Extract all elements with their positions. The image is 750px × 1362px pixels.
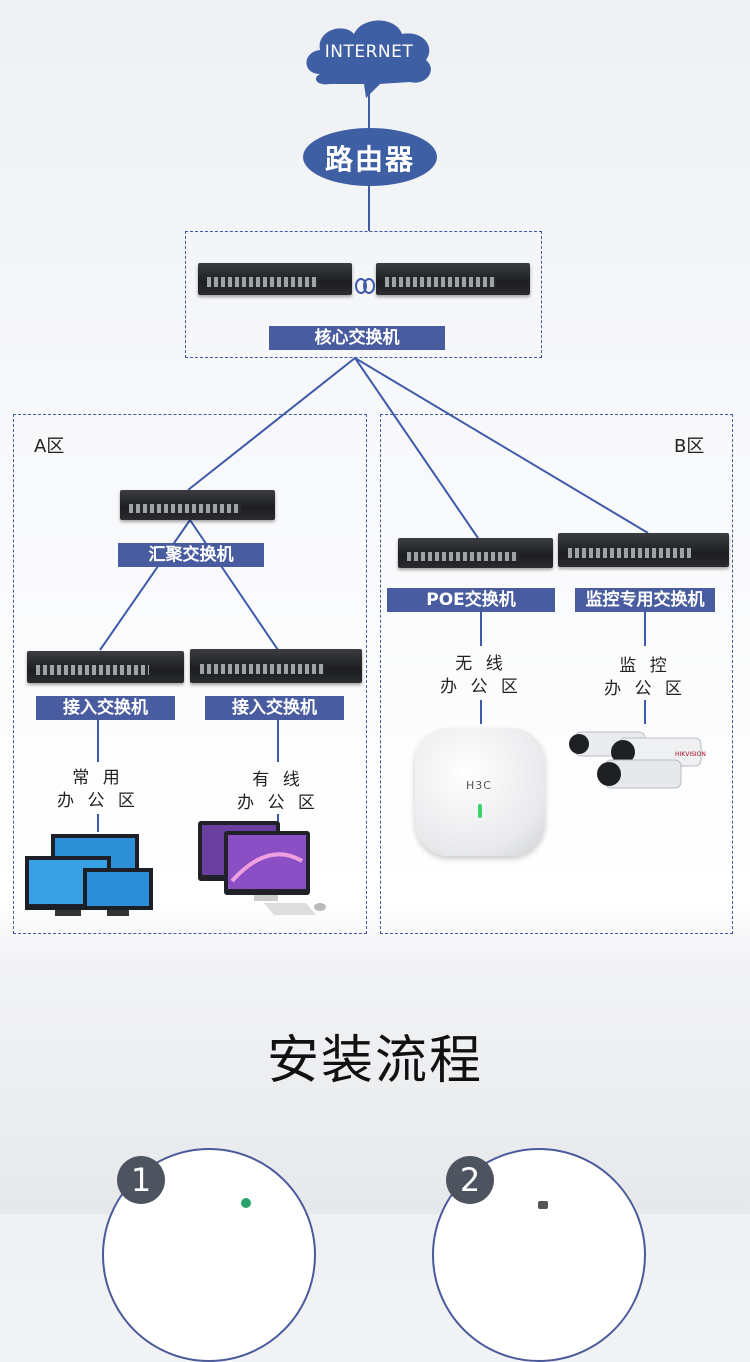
access-switch-2-icon <box>190 649 362 683</box>
wireless-office-line1: 无 线 <box>455 654 507 674</box>
step-1-badge: 1 <box>117 1156 165 1204</box>
ap-brand-label: H3C <box>466 779 492 792</box>
aggregation-switch-icon <box>120 490 275 520</box>
aggregation-switch-label: 汇聚交换机 <box>118 543 264 567</box>
internet-label: INTERNET <box>324 42 414 62</box>
ap-status-led <box>478 804 482 818</box>
wireless-office-line2: 办 公 区 <box>440 677 522 697</box>
desktop-monitors-icon <box>25 834 153 916</box>
step-1-green-dot-icon <box>241 1198 251 1208</box>
stack-link-icon <box>355 278 375 294</box>
monitor-switch-label: 监控专用交换机 <box>575 588 715 612</box>
install-title: 安装流程 <box>266 1031 483 1091</box>
router-label: 路由器 <box>324 143 415 176</box>
core-switch-1-icon <box>198 263 352 295</box>
wired-office-line1: 有 线 <box>252 770 304 790</box>
monitor-switch-icon <box>558 533 729 567</box>
access-switch-2-label: 接入交换机 <box>205 696 344 720</box>
core-switch-2-icon <box>376 263 530 295</box>
poe-switch-icon <box>398 538 553 568</box>
connection-lines <box>97 86 649 832</box>
zone-a-box <box>13 414 367 934</box>
wireless-access-point-icon <box>415 728 545 856</box>
monitor-office-line2: 办 公 区 <box>604 679 686 699</box>
common-office-line1: 常 用 <box>72 768 124 788</box>
poe-switch-label: POE交换机 <box>387 588 555 612</box>
step-2-device-icon <box>538 1201 548 1209</box>
zone-a-label: A区 <box>34 436 65 457</box>
zone-b-box <box>380 414 733 934</box>
zone-b-label: B区 <box>674 436 705 457</box>
all-in-one-pc-icon <box>198 821 326 915</box>
access-switch-1-icon <box>27 651 184 683</box>
core-switch-group <box>185 231 542 358</box>
core-switch-label: 核心交换机 <box>269 326 445 350</box>
access-switch-1-label: 接入交换机 <box>36 696 175 720</box>
common-office-line2: 办 公 区 <box>57 791 139 811</box>
monitor-office-line1: 监 控 <box>619 656 671 676</box>
surveillance-cameras-icon: HIKVISION <box>569 731 706 789</box>
internet-cloud-icon <box>306 20 431 98</box>
router-node <box>303 128 437 186</box>
camera-brand-label: HIKVISION <box>675 751 706 758</box>
step-2-badge: 2 <box>446 1156 494 1204</box>
wired-office-line2: 办 公 区 <box>237 793 319 813</box>
